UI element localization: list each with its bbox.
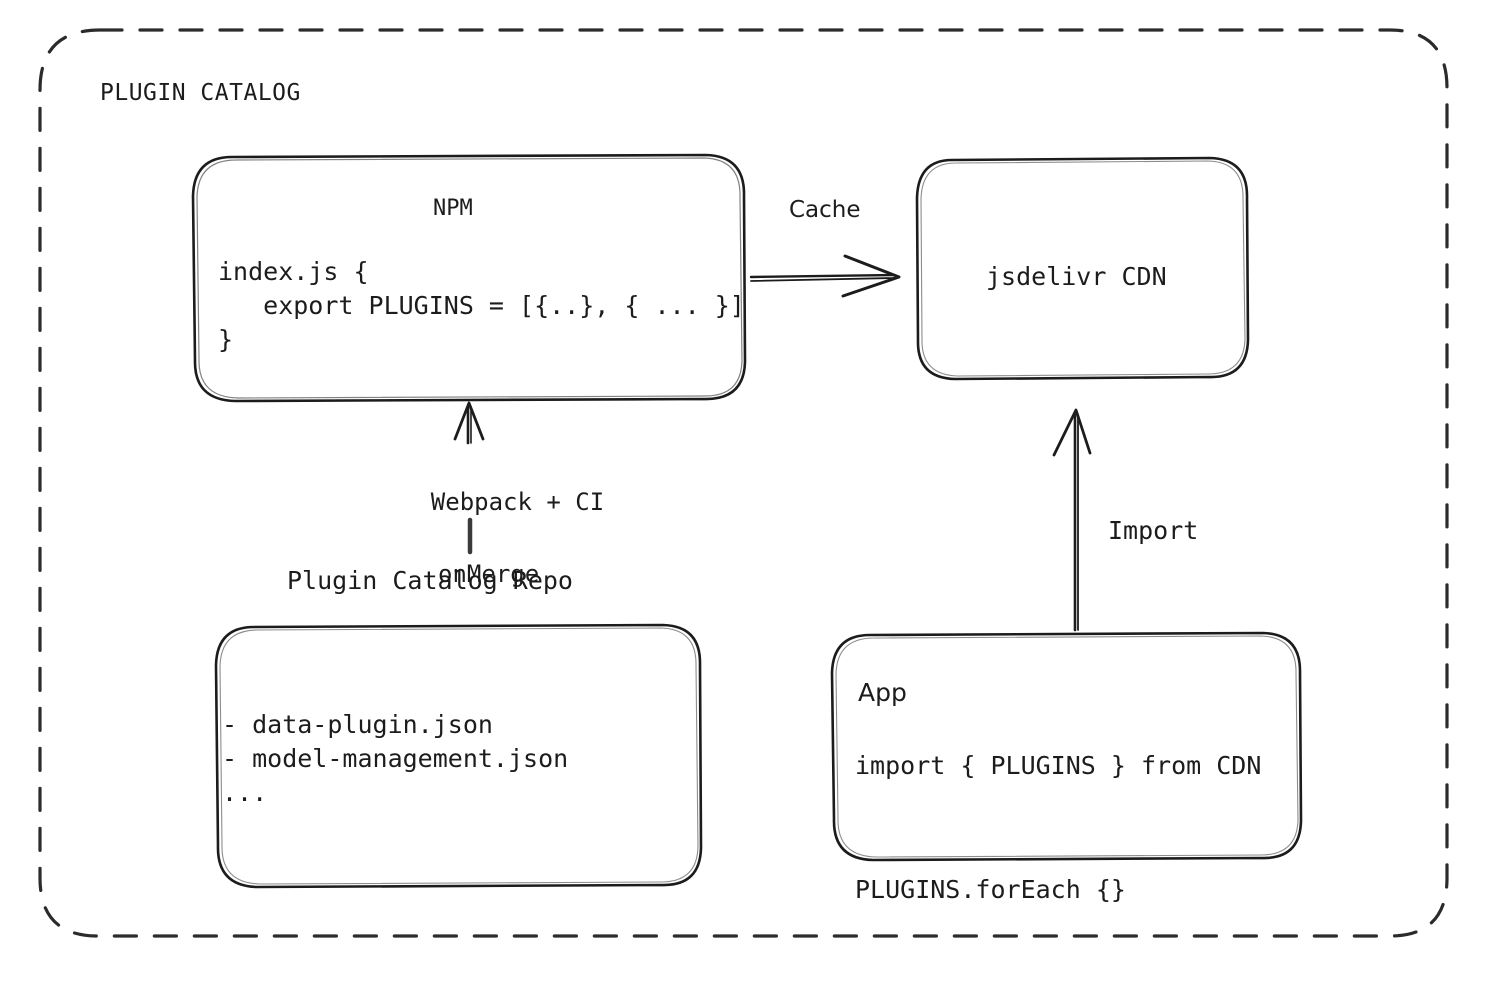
repo-node-box [214, 623, 703, 889]
import-edge-label: Import [1108, 516, 1199, 545]
build-arrow [453, 401, 485, 555]
group-title: PLUGIN CATALOG [100, 80, 301, 106]
app-node-box [830, 631, 1303, 862]
app-node-title: App [858, 678, 907, 707]
cache-arrow [749, 254, 901, 298]
repo-node-caption: Plugin Catalog Repo [287, 566, 573, 595]
repo-node-file-list: - data-plugin.json - model-management.js… [222, 710, 569, 807]
import-arrow [1052, 408, 1092, 632]
build-edge-label-line2: onMerge [438, 560, 540, 588]
build-edge-label: Webpack + CI onMerge [373, 448, 604, 664]
npm-node-title: NPM [433, 196, 473, 221]
app-node-code: import { PLUGINS } from CDN PLUGINS.forE… [855, 751, 1262, 904]
cache-edge-label: Cache [789, 197, 861, 223]
npm-node-box [191, 153, 747, 403]
cdn-node-title: jsdelivr CDN [986, 262, 1167, 291]
cdn-node-box [915, 156, 1250, 381]
npm-node-code: index.js { export PLUGINS = [{..}, { ...… [218, 257, 745, 354]
build-edge-label-line1: Webpack + CI [430, 488, 605, 516]
